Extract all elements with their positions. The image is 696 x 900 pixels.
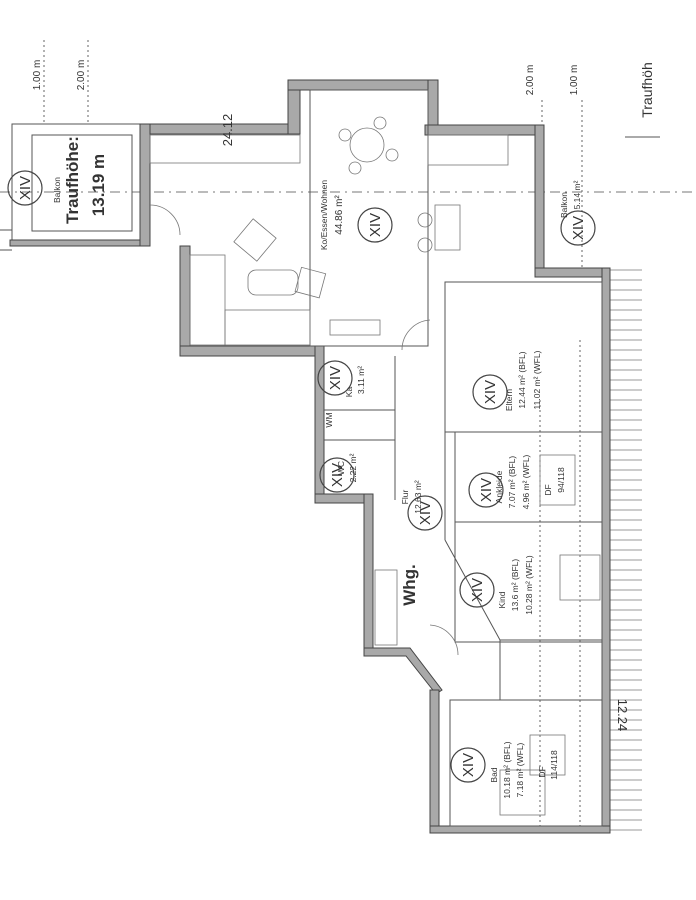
unit-marker-circle	[472, 374, 508, 410]
room-name: Balkon	[559, 192, 569, 218]
unit-marker-label: XIV	[17, 176, 34, 200]
room-window-size: 114/118	[549, 750, 559, 780]
unit-marker-label: XIV	[478, 478, 495, 502]
room-area: 5.14 m²	[572, 180, 582, 209]
eaves-height-label: Traufhöhe:	[63, 136, 82, 224]
unit-marker-circle	[450, 747, 486, 783]
unit-marker-label: XIV	[417, 501, 434, 525]
unit-marker-circle	[468, 472, 504, 508]
room-window: DF	[537, 766, 547, 777]
room-area: 44.86 m²	[334, 195, 345, 235]
room-fixture: WM	[324, 412, 334, 427]
room-window-size: 94/118	[556, 467, 566, 493]
room-name: WC	[336, 461, 346, 475]
unit-marker-label: XIV	[570, 216, 587, 240]
wall-length-right: 12.24	[615, 699, 630, 732]
unit-marker-circle	[459, 572, 495, 608]
dim-top-right-1: 2.00 m	[525, 65, 536, 96]
unit-marker-circle	[407, 495, 443, 531]
unit-marker-label: XIV	[367, 213, 384, 237]
room-area-bfl: 13.6 m² (BFL)	[510, 559, 520, 612]
room-name: Balkon	[52, 177, 62, 203]
roof-hatching	[610, 269, 642, 831]
unit-marker-label: XIV	[327, 366, 344, 390]
dim-top-right-2: 1.00 m	[569, 65, 580, 96]
room-name: Ankleide	[494, 470, 504, 503]
room-area: 12.63 m²	[413, 480, 423, 514]
unit-marker-label: XIV	[469, 578, 486, 602]
room-area: 2.22 m²	[348, 453, 358, 482]
room-name: Ko/Essen/Wohnen	[319, 180, 329, 251]
unit-marker-circle	[317, 360, 353, 396]
room-name: Ka	[344, 387, 354, 398]
unit-marker-circle	[7, 170, 43, 206]
dimension-labels: 1.00 m 2.00 m 2.00 m 1.00 m Traufhöh 24.…	[32, 60, 655, 732]
room-area-wfl: 11.02 m² (WFL)	[532, 350, 542, 409]
unit-marker-label: XIV	[329, 463, 346, 487]
room-name: Flur	[400, 490, 410, 505]
wall-length-top: 24.12	[220, 114, 235, 147]
room-name: Bad	[489, 767, 499, 782]
eaves-height-value: 13.19 m	[89, 154, 108, 216]
room-area-wfl: 7.18 m² (WFL)	[515, 742, 525, 797]
room-area-wfl: 10.28 m² (WFL)	[524, 555, 534, 615]
room-name: Eltern	[504, 389, 514, 411]
unit-marker-circle	[319, 457, 355, 493]
unit-marker-label: XIV	[482, 380, 499, 404]
unit-marker-circle	[357, 207, 393, 243]
unit-marker-circle	[560, 210, 596, 246]
dim-top-left-2: 2.00 m	[76, 60, 87, 91]
room-area-wfl: 4.96 m² (WFL)	[521, 454, 531, 509]
unit-marker-label: XIV	[460, 753, 477, 777]
interior-walls	[149, 89, 603, 827]
unit-label: Whg.	[400, 564, 419, 606]
eaves-label-right: Traufhöh	[639, 62, 655, 118]
room-area-bfl: 12.44 m² (BFL)	[517, 351, 527, 408]
room-name: Kind	[497, 591, 507, 608]
dim-top-left-1: 1.00 m	[32, 60, 43, 91]
room-area-bfl: 10.18 m² (BFL)	[502, 741, 512, 798]
room-window: DF	[543, 484, 553, 495]
room-area-bfl: 7.07 m² (BFL)	[507, 456, 517, 509]
room-area: 3.11 m²	[356, 366, 366, 394]
